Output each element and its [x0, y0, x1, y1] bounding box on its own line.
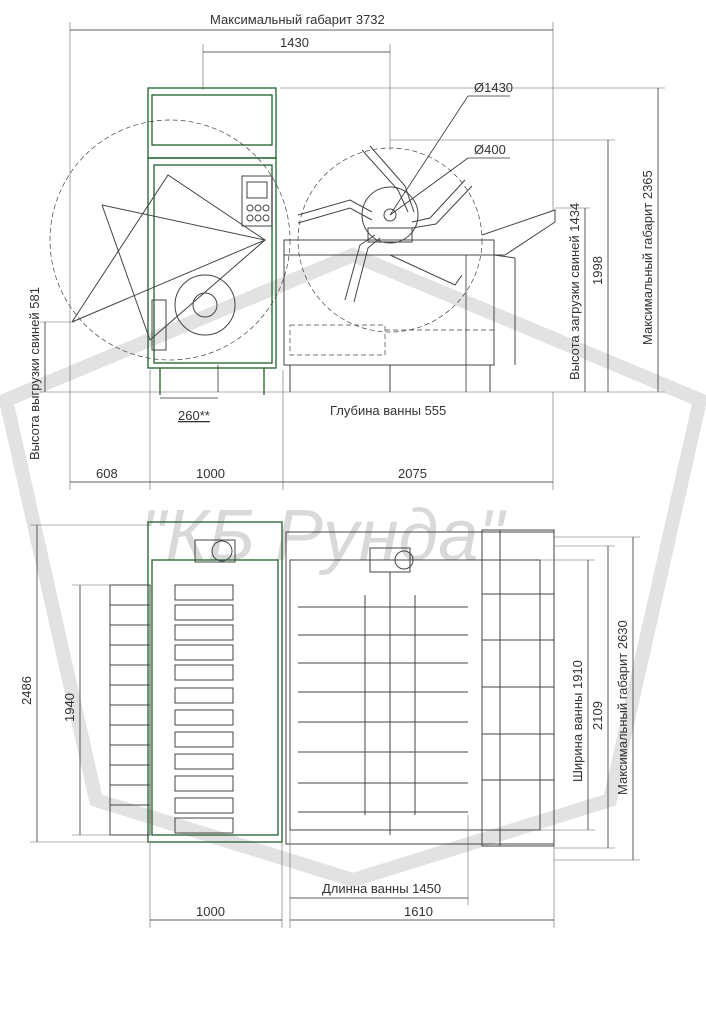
- label-bottom-seg-1000: 1000: [196, 904, 225, 919]
- bottom-view-dimension-lines: [30, 524, 640, 928]
- top-view-machine: [49, 87, 556, 395]
- label-width-2486: 2486: [19, 676, 34, 705]
- label-max-height: Максимальный габарит 2365: [640, 170, 655, 345]
- label-bottom-seg-1610: 1610: [404, 904, 433, 919]
- label-bath-length: Длинна ванны 1450: [322, 881, 441, 896]
- label-offset-260: 260**: [178, 408, 210, 423]
- bottom-view-dimension-labels: 2486 1940 Ширина ванны 1910 2109 Максима…: [19, 620, 630, 919]
- label-seg-608: 608: [96, 466, 118, 481]
- label-drum-inner: Ø400: [474, 142, 506, 157]
- label-seg-1000: 1000: [196, 466, 225, 481]
- label-max-length: Максимальный габарит 3732: [210, 12, 385, 27]
- watermark: "КБ Рунда": [0, 247, 706, 888]
- label-width-1940: 1940: [62, 693, 77, 722]
- watermark-text: "КБ Рунда": [140, 496, 507, 576]
- label-width-2109: 2109: [590, 701, 605, 730]
- label-seg-2075: 2075: [398, 466, 427, 481]
- label-load-height: Высота загрузки свиней 1434: [567, 203, 582, 380]
- label-max-width: Максимальный габарит 2630: [615, 620, 630, 795]
- label-drum-outer: Ø1430: [474, 80, 513, 95]
- top-view-dimension-labels: Максимальный габарит 3732 1430 Ø1430 Ø40…: [27, 12, 655, 481]
- label-unload-height: Высота выгрузки свиней 581: [27, 287, 42, 460]
- top-view-dimension-lines: [40, 22, 665, 490]
- label-height-1998: 1998: [590, 256, 605, 285]
- bottom-view-machine: [109, 521, 555, 847]
- label-width-1430: 1430: [280, 35, 309, 50]
- label-bath-depth: Глубина ванны 555: [330, 403, 446, 418]
- label-bath-width: Ширина ванны 1910: [570, 660, 585, 782]
